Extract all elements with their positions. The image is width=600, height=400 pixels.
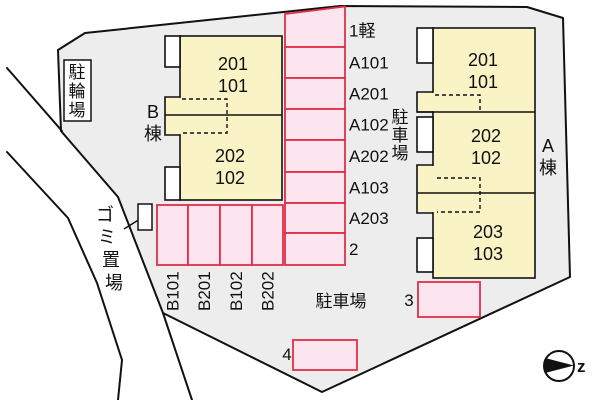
building-B-entrance xyxy=(164,166,181,201)
building-A-stair-block xyxy=(417,92,435,112)
building-B-unit-number: 101 xyxy=(218,76,248,96)
parking-lot-label-mid-char: 駐 xyxy=(392,108,409,127)
road-edge-3 xyxy=(162,312,193,400)
parking-row: B101 B201 B102 B202 xyxy=(156,204,284,311)
building-A-unit-number: 101 xyxy=(468,72,498,92)
building-A-entrance xyxy=(416,237,434,273)
garbage-area-label-char: 置 xyxy=(102,250,120,270)
parking-stall-B201 xyxy=(187,204,221,266)
road-edge-2 xyxy=(6,151,124,400)
building-A-unit-number: 203 xyxy=(473,222,503,242)
stall-label-A201: A201 xyxy=(349,85,389,104)
parking-lot-label-bottom: 駐車場 xyxy=(316,292,367,311)
building-B-unit-number: 201 xyxy=(218,54,248,74)
compass-arrow-icon xyxy=(545,358,574,373)
parking-stall-B101 xyxy=(156,204,189,266)
building-A-unit-number: 103 xyxy=(473,244,503,264)
compass-north-label: z xyxy=(577,357,586,376)
bicycle-parking: 駐輪場 xyxy=(63,59,92,122)
stall-label-B101: B101 xyxy=(164,271,183,311)
building-A-unit-number: 102 xyxy=(471,148,501,168)
building-B-unit-number: 102 xyxy=(215,168,245,188)
building-B-stair-outline xyxy=(164,96,180,136)
stall-label-A203: A203 xyxy=(349,209,389,228)
building-A-overhang-dashed xyxy=(435,94,481,112)
parking-stall-3-group: 3 xyxy=(404,281,481,318)
parking-stall-4 xyxy=(292,339,358,371)
garbage-area-label-char: ゴ xyxy=(96,205,114,225)
parking-stall-A203 xyxy=(284,202,346,234)
building-A-overhang-dashed xyxy=(437,177,481,213)
building-B-stair-block xyxy=(165,97,182,135)
building-B-overhang-dashed xyxy=(182,98,228,134)
building-A-unit-number: 201 xyxy=(468,50,498,70)
building-A-stair-outline xyxy=(416,164,433,214)
bicycle-parking-box xyxy=(63,59,92,122)
stall-label-A103: A103 xyxy=(349,179,389,198)
parking-stall-A102 xyxy=(284,108,346,141)
stall-label-1軽: 1軽 xyxy=(349,22,375,41)
stall-label-4: 4 xyxy=(282,345,291,364)
parking-stall-4-group: 4 xyxy=(282,339,358,371)
parking-stall-B102 xyxy=(219,204,253,266)
stall-label-B201: B201 xyxy=(195,271,214,311)
parking-stall-B202 xyxy=(251,204,284,266)
parking-stall-A202 xyxy=(284,139,346,173)
parking-stall-1軽 xyxy=(284,5,346,48)
stall-label-B102: B102 xyxy=(227,271,246,311)
parking-lot-label-mid: 駐車場 xyxy=(392,108,409,163)
garbage-area-label-char: 場 xyxy=(105,273,123,293)
stall-label-A102: A102 xyxy=(349,116,389,135)
building-A-unit-number: 202 xyxy=(471,126,501,146)
building-A-label-char: A xyxy=(542,136,554,156)
parking-stall-2 xyxy=(284,232,346,266)
stall-label-A202: A202 xyxy=(349,147,389,166)
parking-stall-3 xyxy=(417,281,481,318)
building-B-label-char: 棟 xyxy=(144,124,162,144)
building-B-entrance xyxy=(164,35,181,68)
building-A-outline xyxy=(432,27,536,279)
building-A-stair-block xyxy=(417,165,435,213)
parking-lot-label-mid-char: 場 xyxy=(392,144,409,163)
garbage-area-marker xyxy=(137,203,153,231)
stall-label-A101: A101 xyxy=(349,54,389,73)
bicycle-parking-label-char: 輪 xyxy=(69,82,86,101)
parking-stall-A101 xyxy=(284,46,346,79)
parking-stall-A201 xyxy=(284,77,346,110)
bicycle-parking-label-char: 場 xyxy=(69,101,86,120)
stall-label-2: 2 xyxy=(349,240,358,259)
parking-stall-A103 xyxy=(284,171,346,204)
building-B-unit-number: 202 xyxy=(215,146,245,166)
stall-label-3: 3 xyxy=(404,291,413,310)
building-B-label-char: B xyxy=(147,102,159,122)
building-B-outline xyxy=(179,35,283,201)
building-A-entrance xyxy=(416,27,434,64)
parking-lot-label-mid-char: 車 xyxy=(392,126,409,145)
stall-label-B202: B202 xyxy=(259,271,278,311)
bicycle-parking-label-char: 駐 xyxy=(69,63,86,82)
road-edge-1 xyxy=(6,67,63,132)
garbage-area-label-char: ミ xyxy=(98,227,116,247)
building-A-label-char: 棟 xyxy=(539,158,557,178)
building-A-entrance xyxy=(416,116,434,153)
compass: z xyxy=(543,350,586,382)
